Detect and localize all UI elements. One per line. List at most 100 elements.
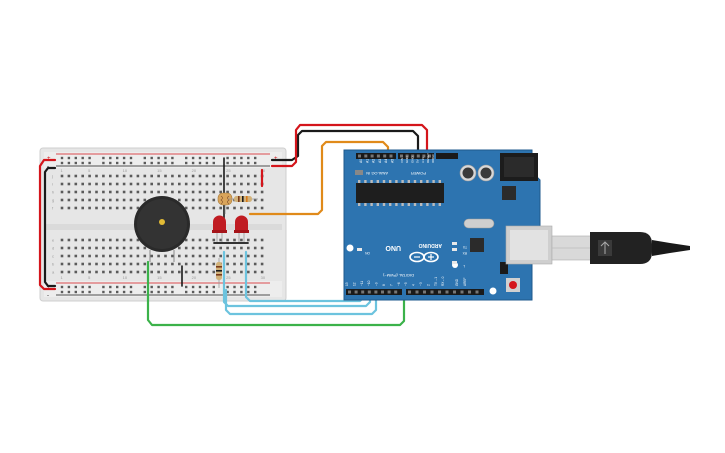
rail-hole[interactable]: [122, 161, 126, 165]
digital-pin[interactable]: [361, 290, 365, 294]
breadboard-hole[interactable]: [247, 190, 250, 194]
breadboard-hole[interactable]: [81, 190, 84, 194]
breadboard-hole[interactable]: [205, 254, 209, 258]
rail-hole[interactable]: [185, 156, 188, 160]
breadboard-hole[interactable]: [102, 174, 105, 178]
breadboard-hole[interactable]: [109, 174, 112, 178]
breadboard-hole[interactable]: [226, 262, 229, 266]
rail-hole[interactable]: [198, 290, 202, 294]
breadboard-hole[interactable]: [178, 182, 181, 186]
breadboard-hole[interactable]: [74, 254, 78, 258]
breadboard-hole[interactable]: [122, 238, 126, 242]
breadboard-hole[interactable]: [109, 270, 112, 274]
breadboard-hole[interactable]: [60, 190, 64, 194]
breadboard-hole[interactable]: [129, 206, 133, 210]
breadboard-hole[interactable]: [122, 190, 126, 194]
breadboard-hole[interactable]: [240, 262, 243, 266]
breadboard-hole[interactable]: [226, 182, 229, 186]
breadboard-hole[interactable]: [122, 174, 126, 178]
rail-hole[interactable]: [102, 290, 105, 294]
breadboard-hole[interactable]: [95, 182, 98, 186]
rail-hole[interactable]: [60, 290, 64, 294]
breadboard-hole[interactable]: [150, 270, 153, 274]
breadboard-hole[interactable]: [260, 246, 264, 250]
rail-hole[interactable]: [129, 285, 133, 289]
digital-pin[interactable]: [354, 290, 358, 294]
breadboard-hole[interactable]: [260, 262, 264, 266]
breadboard-hole[interactable]: [164, 174, 167, 178]
breadboard-hole[interactable]: [164, 182, 167, 186]
rail-hole[interactable]: [102, 156, 105, 160]
breadboard-hole[interactable]: [178, 254, 181, 258]
analog-pin[interactable]: [370, 154, 374, 158]
breadboard-hole[interactable]: [247, 246, 250, 250]
rail-hole[interactable]: [164, 290, 167, 294]
rail-hole[interactable]: [233, 161, 236, 165]
breadboard-hole[interactable]: [150, 262, 153, 266]
rail-hole[interactable]: [116, 156, 119, 160]
breadboard-hole[interactable]: [253, 238, 257, 242]
breadboard-hole[interactable]: [136, 190, 140, 194]
rail-hole[interactable]: [240, 156, 243, 160]
rail-hole[interactable]: [157, 156, 160, 160]
rail-hole[interactable]: [143, 290, 146, 294]
breadboard-hole[interactable]: [88, 190, 91, 194]
breadboard-hole[interactable]: [240, 238, 243, 242]
rail-hole[interactable]: [102, 285, 105, 289]
breadboard-hole[interactable]: [88, 238, 91, 242]
breadboard-hole[interactable]: [157, 174, 160, 178]
breadboard-hole[interactable]: [205, 182, 209, 186]
breadboard-hole[interactable]: [164, 262, 167, 266]
breadboard-hole[interactable]: [115, 190, 119, 194]
digital-pin[interactable]: [381, 290, 384, 294]
rail-hole[interactable]: [240, 161, 243, 165]
rail-hole[interactable]: [205, 161, 209, 165]
breadboard-hole[interactable]: [219, 206, 222, 210]
piezo-buzzer[interactable]: [134, 196, 190, 262]
rail-hole[interactable]: [74, 156, 77, 160]
breadboard-hole[interactable]: [122, 270, 126, 274]
rail-hole[interactable]: [67, 156, 71, 160]
wire-red-left-rail[interactable]: [38, 158, 57, 291]
breadboard-hole[interactable]: [247, 254, 250, 258]
breadboard-hole[interactable]: [253, 198, 257, 202]
breadboard-hole[interactable]: [95, 190, 98, 194]
breadboard-hole[interactable]: [95, 254, 98, 258]
rail-hole[interactable]: [81, 156, 84, 160]
breadboard-hole[interactable]: [67, 270, 71, 274]
breadboard-hole[interactable]: [88, 206, 91, 210]
breadboard-hole[interactable]: [81, 270, 84, 274]
breadboard-hole[interactable]: [178, 270, 181, 274]
breadboard-hole[interactable]: [247, 262, 250, 266]
wire-red-5v[interactable]: [270, 123, 429, 168]
red-led-1[interactable]: [212, 215, 227, 243]
rail-hole[interactable]: [81, 290, 84, 294]
breadboard-hole[interactable]: [150, 254, 153, 258]
rail-hole[interactable]: [185, 161, 188, 165]
rail-hole[interactable]: [254, 290, 257, 294]
rail-hole[interactable]: [164, 161, 167, 165]
breadboard-hole[interactable]: [74, 190, 78, 194]
breadboard-hole[interactable]: [74, 246, 78, 250]
digital-pin[interactable]: [408, 290, 411, 294]
breadboard-hole[interactable]: [129, 174, 133, 178]
rail-hole[interactable]: [150, 156, 153, 160]
breadboard-hole[interactable]: [205, 246, 209, 250]
breadboard-hole[interactable]: [233, 254, 236, 258]
breadboard-hole[interactable]: [198, 206, 202, 210]
rail-hole[interactable]: [109, 290, 112, 294]
breadboard-hole[interactable]: [60, 182, 64, 186]
breadboard-hole[interactable]: [260, 238, 264, 242]
rail-hole[interactable]: [143, 161, 146, 165]
breadboard-hole[interactable]: [226, 238, 229, 242]
breadboard-hole[interactable]: [198, 246, 202, 250]
breadboard-hole[interactable]: [81, 246, 84, 250]
rail-hole[interactable]: [171, 290, 174, 294]
breadboard-hole[interactable]: [109, 190, 112, 194]
breadboard-hole[interactable]: [67, 238, 71, 242]
breadboard-hole[interactable]: [171, 190, 174, 194]
rail-hole[interactable]: [171, 156, 174, 160]
breadboard-hole[interactable]: [171, 254, 174, 258]
breadboard-hole[interactable]: [191, 206, 195, 210]
rail-hole[interactable]: [191, 156, 195, 160]
